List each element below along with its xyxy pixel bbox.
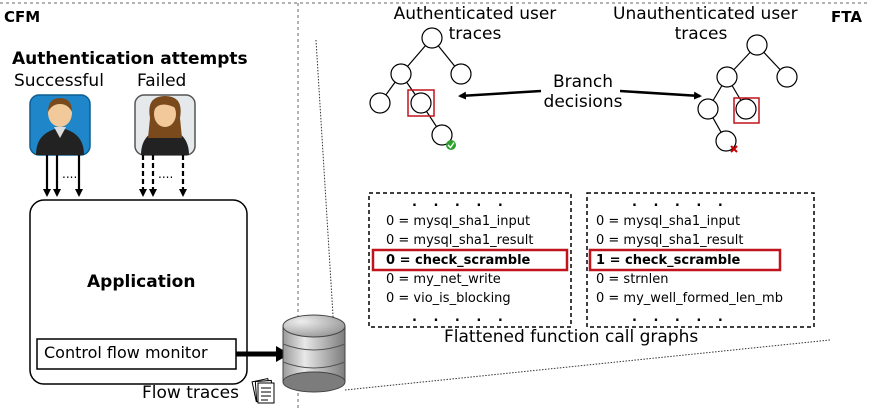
- failed-trace-arrows: [139, 155, 187, 197]
- right-highlight-box: [588, 248, 782, 272]
- branch-decisions-label: Branch decisions: [543, 72, 623, 112]
- documents-icon: [251, 377, 275, 404]
- dots-bottom-right: . . . . .: [632, 310, 729, 325]
- auth-branch-highlight: [407, 89, 435, 117]
- check-icon: [446, 140, 456, 150]
- call-graph-left: . . . . . 0 = mysql_sha1_input 0 = mysql…: [386, 193, 566, 327]
- list-item: 0 = my_net_write: [386, 272, 501, 287]
- left-highlight-box: [371, 248, 569, 272]
- authenticated-tree: [369, 27, 472, 146]
- list-item: 0 = mysql_sha1_result: [596, 233, 744, 248]
- failed-dots: ....: [158, 167, 174, 181]
- dots-top-left: . . . . .: [412, 195, 509, 210]
- auth-attempts-title: Authentication attempts: [12, 49, 248, 69]
- call-graph-right: . . . . . 0 = mysql_sha1_input 0 = mysql…: [596, 193, 811, 327]
- list-item: 0 = mysql_sha1_input: [596, 214, 741, 229]
- branch-arrow-left: [458, 89, 542, 100]
- list-item: 0 = strnlen: [596, 272, 669, 287]
- successful-user-icon: [29, 94, 91, 156]
- application-label: Application: [87, 272, 196, 292]
- successful-label: Successful: [14, 71, 104, 91]
- fta-label: FTA: [831, 8, 862, 26]
- list-item: 0 = mysql_sha1_result: [386, 233, 534, 248]
- cfm-label: CFM: [4, 8, 41, 26]
- dots-top-right: . . . . .: [632, 195, 729, 210]
- list-item: 0 = vio_is_blocking: [386, 291, 511, 306]
- successful-dots: ....: [62, 167, 78, 181]
- perspective-line-bottom: [344, 339, 831, 391]
- flattened-caption: Flattened function call graphs: [444, 327, 699, 347]
- failed-label: Failed: [137, 71, 187, 91]
- flow-traces-label: Flow traces: [142, 383, 239, 403]
- unauth-branch-highlight: [733, 97, 760, 124]
- branch-arrow-right: [619, 89, 702, 100]
- database-icon: [282, 314, 346, 393]
- call-graph-left-box: [368, 192, 572, 328]
- control-flow-monitor-label: Control flow monitor: [44, 343, 208, 362]
- list-item: 0 = my_well_formed_len_mb: [596, 291, 783, 306]
- list-item-highlighted: 0 = check_scramble: [386, 253, 531, 268]
- successful-trace-arrows: [43, 155, 83, 197]
- unauth-traces-label: Unauthenticated user traces: [613, 4, 798, 44]
- dots-bottom-left: . . . . .: [412, 310, 509, 325]
- call-graph-right-box: [586, 192, 815, 328]
- auth-traces-label: Authenticated user traces: [393, 4, 557, 44]
- list-item: 0 = mysql_sha1_input: [386, 214, 531, 229]
- failed-user-icon: [134, 94, 196, 156]
- unauthenticated-tree: [697, 34, 798, 152]
- application-box: [29, 199, 248, 385]
- cross-icon: [730, 145, 738, 153]
- list-item-highlighted: 1 = check_scramble: [596, 253, 741, 268]
